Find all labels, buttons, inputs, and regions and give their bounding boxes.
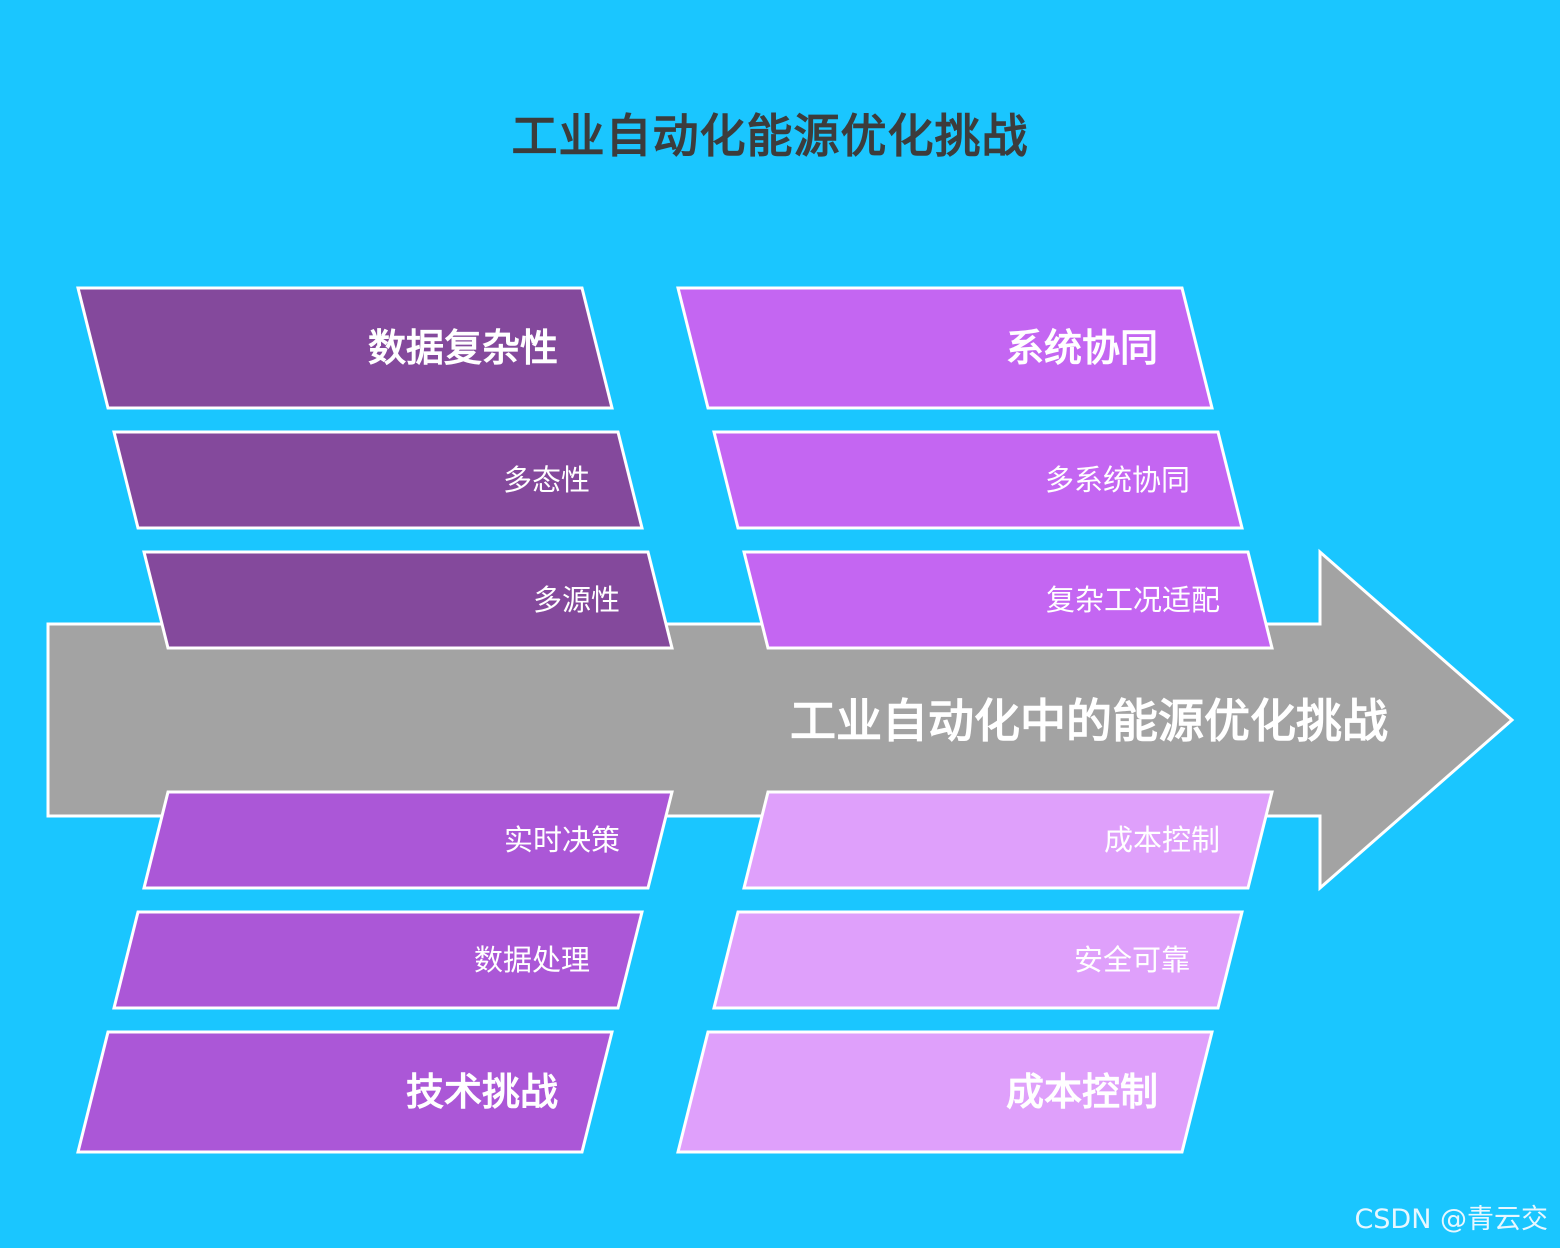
- cause-label: 成本控制: [1104, 823, 1220, 857]
- category-system-head: [676, 286, 1214, 410]
- diagram-title: 工业自动化能源优化挑战: [511, 109, 1029, 163]
- spine-label: 工业自动化中的能源优化挑战: [790, 694, 1388, 748]
- cause-box: [112, 910, 644, 1010]
- cause-label: 多态性: [503, 463, 590, 497]
- cause-label: 多源性: [533, 583, 620, 617]
- cause-box: [712, 430, 1244, 530]
- cause-box: [712, 910, 1244, 1010]
- cause-box: [742, 790, 1274, 890]
- cause-label: 安全可靠: [1074, 943, 1190, 977]
- category-tech-head: [76, 1030, 614, 1154]
- category-system: 系统协同 多系统协同 复杂工况适配: [676, 286, 1274, 650]
- category-system-label: 系统协同: [1006, 326, 1158, 370]
- category-data: 数据复杂性 多态性 多源性: [76, 286, 674, 650]
- category-tech-label: 技术挑战: [406, 1070, 558, 1114]
- cause-box: [742, 550, 1274, 650]
- cause-label: 多系统协同: [1045, 463, 1190, 497]
- category-data-head: [76, 286, 614, 410]
- cause-box: [142, 790, 674, 890]
- cause-box: [112, 430, 644, 530]
- category-data-label: 数据复杂性: [368, 326, 558, 370]
- category-cost-head: [676, 1030, 1214, 1154]
- watermark: CSDN @青云交: [1354, 1204, 1548, 1235]
- category-cost-label: 成本控制: [1006, 1070, 1158, 1114]
- cause-label: 复杂工况适配: [1046, 583, 1220, 617]
- cause-label: 实时决策: [504, 823, 620, 857]
- cause-label: 数据处理: [474, 943, 590, 977]
- category-tech: 实时决策 数据处理 技术挑战: [76, 790, 674, 1154]
- category-cost: 成本控制 安全可靠 成本控制: [676, 790, 1274, 1154]
- cause-box: [142, 550, 674, 650]
